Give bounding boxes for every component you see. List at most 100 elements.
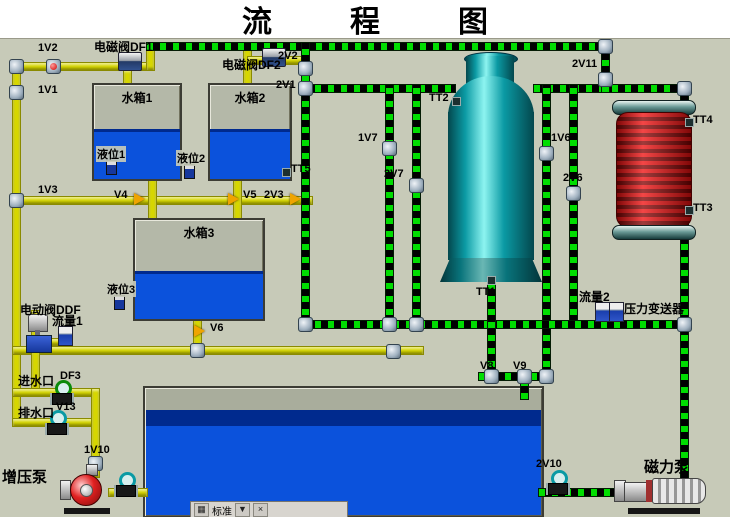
toolbar-dropdown-icon[interactable]: ▼: [235, 503, 250, 517]
valve-2v3-icon[interactable]: [290, 193, 301, 205]
tank1: 水箱1: [92, 83, 182, 181]
discharge-body: [116, 485, 136, 497]
magnetic-pump[interactable]: [614, 470, 714, 514]
tee-junction-under-1v7: [386, 344, 401, 359]
label-level1: 液位1: [96, 146, 127, 162]
ddf-stem: [35, 330, 40, 335]
label-valve-2v3: 2V3: [264, 189, 284, 201]
valve-1v2-icon[interactable]: [46, 59, 61, 74]
valve-v9-icon[interactable]: [517, 369, 532, 384]
flow-meter-1-icon[interactable]: [58, 326, 73, 346]
tee-junction-flowrow-2v7: [409, 317, 424, 332]
label-valve-v8: V8: [480, 360, 494, 372]
valve-v13-icon[interactable]: [47, 410, 67, 436]
label-valve-1v10: 1V10: [84, 444, 110, 456]
valve-1v6-icon[interactable]: [539, 146, 554, 161]
label-valve-v6: V6: [210, 322, 224, 334]
pipe-active-2v6-vert: [569, 84, 578, 329]
valve-2v11-icon[interactable]: [598, 72, 613, 87]
level1-sensor: [106, 160, 117, 175]
solenoid-valve-df1-icon[interactable]: [118, 52, 142, 71]
label-valve-v13: V13: [56, 401, 76, 413]
valve-2v10-icon[interactable]: [548, 470, 568, 496]
pipe-active-1v7-vert: [385, 84, 394, 329]
tank2: 水箱2: [208, 83, 292, 181]
booster-hub: [80, 484, 93, 497]
label-tt5: TT5: [291, 163, 311, 175]
label-booster-pump: 增压泵: [2, 469, 48, 486]
electric-valve-ddf-icon[interactable]: [24, 314, 54, 360]
valve-1v3-icon[interactable]: [9, 193, 24, 208]
tt5-sensor: [282, 168, 291, 177]
valve-2v7-icon[interactable]: [409, 178, 424, 193]
label-magnetic-pump: 磁力泵: [644, 459, 690, 476]
label-valve-2v1: 2V1: [276, 79, 296, 91]
label-valve-1v1: 1V1: [38, 84, 58, 96]
label-electric-valve-ddf: 电动阀DDF: [20, 303, 81, 317]
toolbar-grip-icon[interactable]: ▦: [194, 503, 209, 517]
label-valve-2v6: 2V6: [563, 172, 583, 184]
tank2-water: [210, 129, 290, 179]
magpump-head: [624, 482, 648, 502]
label-valve-2v11: 2V11: [572, 58, 598, 70]
coil-heat-exchanger: [616, 112, 692, 228]
magpump-motor: [652, 478, 706, 504]
label-solenoid-df1: 电磁阀DF1: [94, 40, 153, 54]
tee-junction-1v6-bottom: [539, 369, 554, 384]
pipe-active-top-run: [146, 42, 610, 51]
vessel-shoulder: [448, 76, 534, 116]
label-valve-2v10: 2V10: [536, 458, 562, 470]
2v10-body: [548, 483, 568, 495]
vessel-body: [448, 112, 534, 260]
pump-discharge-valve-icon[interactable]: [116, 472, 136, 498]
tank3: 水箱3: [133, 218, 265, 321]
valve-2v2-icon[interactable]: [298, 61, 313, 76]
magpump-coupling: [646, 480, 652, 502]
level3-sensor: [114, 295, 125, 310]
pipe-tank3-row: [12, 346, 424, 355]
label-valve-df3: DF3: [60, 370, 81, 382]
pipe-tank1-out: [148, 175, 157, 223]
label-valve-1v7: 1V7: [358, 132, 378, 144]
df3-body: [52, 393, 72, 405]
pipe-active-1v6-vert: [542, 84, 551, 381]
valve-2v1-icon[interactable]: [298, 81, 313, 96]
tank2-label: 水箱2: [234, 91, 266, 105]
floating-toolbar: ▦ 标准 ▼ ×: [190, 501, 348, 517]
valve-2v6-icon[interactable]: [566, 186, 581, 201]
page-title: 流 程 图: [242, 6, 512, 39]
ddf-body: [26, 335, 52, 353]
tee-junction-righttrunk-top: [677, 81, 692, 96]
coil-bottom-cap: [612, 225, 696, 240]
flow-meter-2-icon[interactable]: [595, 302, 610, 322]
valve-df3-icon[interactable]: [52, 380, 72, 406]
valve-1v1-icon[interactable]: [9, 85, 24, 100]
label-tt4: TT4: [693, 114, 713, 126]
label-valve-1v3: 1V3: [38, 184, 58, 196]
tank3-water: [135, 271, 263, 319]
magpump-base: [628, 508, 700, 514]
label-valve-1v2: 1V2: [38, 42, 58, 54]
booster-pump[interactable]: [58, 464, 120, 514]
label-solenoid-df2: 电磁阀DF2: [222, 58, 281, 72]
solenoid-valve-df2-icon[interactable]: [262, 48, 286, 67]
tt3-sensor: [685, 206, 694, 215]
tt4-sensor: [685, 118, 694, 127]
tee-junction-topleft: [9, 59, 24, 74]
pressure-transmitter-icon[interactable]: [609, 302, 624, 322]
label-tt2: TT2: [429, 92, 449, 104]
tt1-sensor: [487, 276, 496, 285]
valve-v4-icon[interactable]: [134, 193, 145, 205]
valve-v6-icon[interactable]: [194, 325, 205, 337]
label-pressure-transmitter: 压力变送器: [624, 302, 685, 316]
label-valve-v9: V9: [513, 360, 527, 372]
valve-v8-icon[interactable]: [484, 369, 499, 384]
label-valve-2v2: 2V2: [278, 50, 298, 62]
v13-body: [47, 423, 67, 435]
tee-junction-flowrow-right: [677, 317, 692, 332]
label-inlet: 进水口: [18, 374, 55, 388]
toolbar-close-icon[interactable]: ×: [253, 503, 268, 517]
valve-1v7-icon[interactable]: [382, 141, 397, 156]
valve-v5-icon[interactable]: [228, 193, 239, 205]
label-valve-v5: V5: [243, 189, 257, 201]
